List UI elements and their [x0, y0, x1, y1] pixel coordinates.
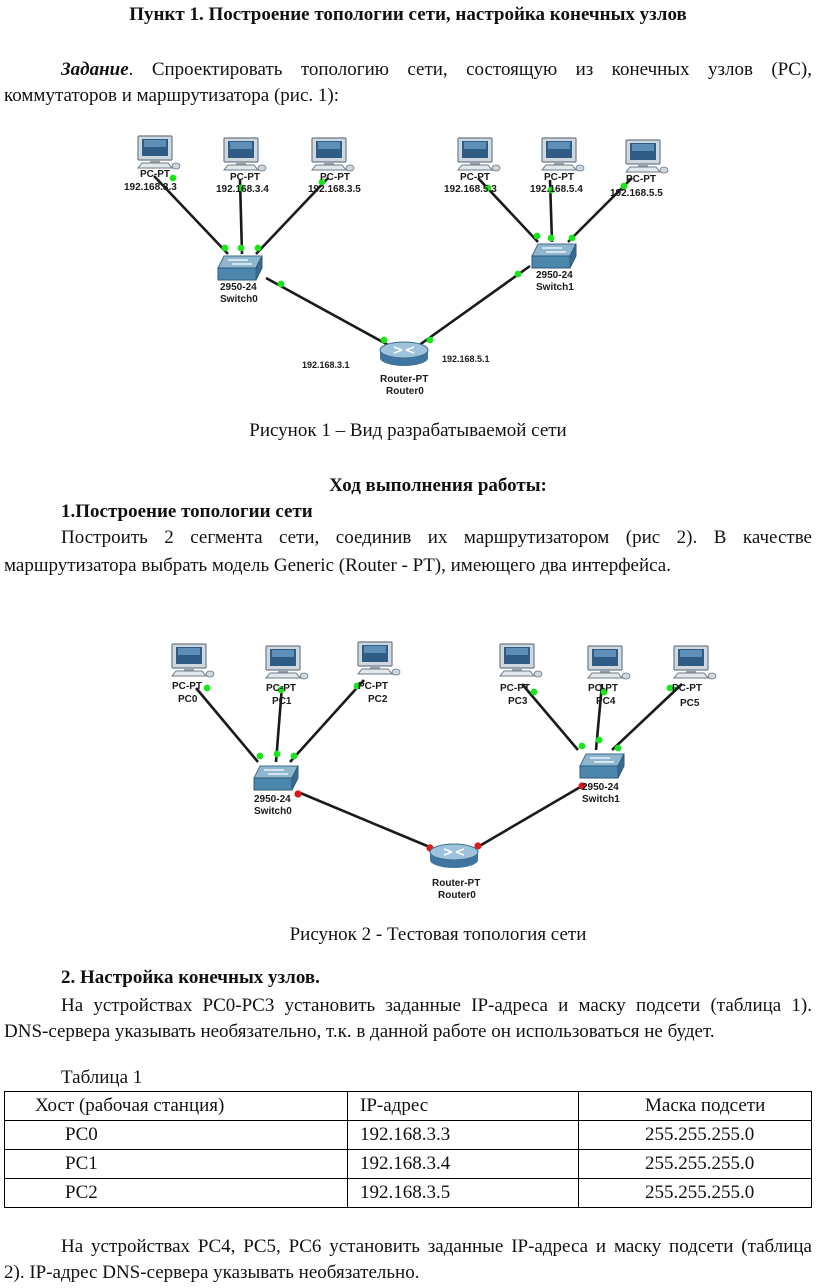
- f1-pc5-type: PC-PT: [626, 174, 656, 185]
- section-1-title: 1.Построение топологии сети: [61, 501, 313, 522]
- f1-switch1-model: 2950-24: [536, 270, 573, 281]
- section-2-line-1: На устройствах PC0-PC3 установить заданн…: [4, 994, 812, 1018]
- task-label: Задание: [61, 59, 129, 80]
- f2-pc4-type: PC-PT: [588, 683, 618, 694]
- section-1-text-1: Построить 2 сегмента сети, соединив их м…: [61, 527, 812, 548]
- f1-router-ip-right: 192.168.5.1: [442, 354, 490, 364]
- figure-1-network-diagram: PC-PT 192.168.3.3 PC-PT 192.168.3.4 PC-P…: [124, 135, 669, 397]
- table-cell-ip: 192.168.3.3: [347, 1120, 579, 1150]
- section-2-line-2: DNS-сервера указывать необязательно, т.к…: [4, 1021, 715, 1042]
- table-row: PC2 192.168.3.5 255.255.255.0: [4, 1178, 812, 1208]
- figure-2-caption: Рисунок 2 - Тестовая топология сети: [289, 924, 587, 945]
- f2-pc1-label: PC1: [272, 696, 292, 707]
- f1-pc0-type: PC-PT: [140, 169, 170, 180]
- table-cell-mask: 255.255.255.0: [578, 1149, 812, 1179]
- footer-line-2: 2). IP-адрес DNS-сервера указывать необя…: [4, 1262, 420, 1283]
- table-cell-ip: 192.168.3.4: [347, 1149, 579, 1179]
- section-1-line-2: маршрутизатора выбрать модель Generic (R…: [4, 555, 671, 576]
- f2-switch1-name: Switch1: [582, 794, 620, 805]
- section-2-title: 2. Настройка конечных узлов.: [61, 967, 320, 988]
- table-cell-host: PC0: [4, 1120, 348, 1150]
- section-1-line-1: Построить 2 сегмента сети, соединив их м…: [4, 526, 812, 550]
- task-line-2: коммутаторов и маршрутизатора (рис. 1):: [4, 85, 340, 106]
- footer-line-1: На устройствах PC4, PC5, PC6 установить …: [4, 1235, 812, 1259]
- f2-pc0-type: PC-PT: [172, 681, 202, 692]
- table-header-host: Хост (рабочая станция): [4, 1091, 348, 1121]
- f2-pc2-label: PC2: [368, 694, 388, 705]
- f2-pc5-label: PC5: [680, 698, 700, 709]
- table-cell-host: PC1: [4, 1149, 348, 1179]
- page-title: Пункт 1. Построение топологии сети, наст…: [129, 4, 687, 25]
- f1-switch1-name: Switch1: [536, 282, 574, 293]
- f1-pc1-label: 192.168.3.4: [216, 184, 269, 195]
- f2-pc5-type: PC-PT: [672, 683, 702, 694]
- f1-router-name: Router0: [386, 386, 424, 397]
- task-text: . Спроектировать топологию сети, состоящ…: [128, 59, 812, 80]
- f1-pc1-type: PC-PT: [230, 172, 260, 183]
- section-2-text-1: На устройствах PC0-PC3 установить заданн…: [61, 995, 812, 1016]
- table-row: PC0 192.168.3.3 255.255.255.0: [4, 1120, 812, 1150]
- f1-router-model: Router-PT: [380, 374, 428, 385]
- f1-switch0-model: 2950-24: [220, 282, 257, 293]
- f2-switch0-model: 2950-24: [254, 794, 291, 805]
- f2-switch1-model: 2950-24: [582, 782, 619, 793]
- f2-pc1-type: PC-PT: [266, 683, 296, 694]
- progress-heading: Ход выполнения работы:: [329, 475, 547, 496]
- table-row: PC1 192.168.3.4 255.255.255.0: [4, 1149, 812, 1179]
- table-header-ip: IP-адрес: [347, 1091, 579, 1121]
- f2-pc0-label: PC0: [178, 694, 198, 705]
- f2-switch0-name: Switch0: [254, 806, 292, 817]
- f2-router-name: Router0: [438, 890, 476, 901]
- table-1-caption: Таблица 1: [61, 1067, 143, 1088]
- task-line-1: Задание. Спроектировать топологию сети, …: [4, 58, 812, 82]
- table-1: Хост (рабочая станция) IP-адрес Маска по…: [4, 1091, 812, 1208]
- table-cell-ip: 192.168.3.5: [347, 1178, 579, 1208]
- f1-pc4-label: 192.168.5.4: [530, 184, 583, 195]
- f1-pc2-type: PC-PT: [320, 172, 350, 183]
- f1-pc2-label: 192.168.3.5: [308, 184, 361, 195]
- f1-pc5-label: 192.168.5.5: [610, 188, 663, 199]
- f1-switch0-name: Switch0: [220, 294, 258, 305]
- f1-router-ip-left: 192.168.3.1: [302, 360, 350, 370]
- table-cell-mask: 255.255.255.0: [578, 1178, 812, 1208]
- f2-router-model: Router-PT: [432, 878, 480, 889]
- f2-pc3-type: PC-PT: [500, 683, 530, 694]
- f1-pc4-type: PC-PT: [544, 172, 574, 183]
- table-header-row: Хост (рабочая станция) IP-адрес Маска по…: [4, 1091, 812, 1121]
- f2-pc4-label: PC4: [596, 696, 616, 707]
- f2-pc3-label: PC3: [508, 696, 528, 707]
- figure-2-network-diagram: PC-PT PC0 PC-PT PC1 PC-PT PC2 PC-PT PC3 …: [171, 641, 717, 901]
- table-cell-mask: 255.255.255.0: [578, 1120, 812, 1150]
- f1-pc0-label: 192.168.3.3: [124, 182, 177, 193]
- f2-pc2-type: PC-PT: [358, 681, 388, 692]
- table-header-mask: Маска подсети: [578, 1091, 812, 1121]
- table-cell-host: PC2: [4, 1178, 348, 1208]
- footer-text-1: На устройствах PC4, PC5, PC6 установить …: [61, 1236, 812, 1257]
- f1-pc3-label: 192.168.5.3: [444, 184, 497, 195]
- f1-pc3-type: PC-PT: [460, 172, 490, 183]
- figure-1-caption: Рисунок 1 – Вид разрабатываемой сети: [249, 420, 567, 441]
